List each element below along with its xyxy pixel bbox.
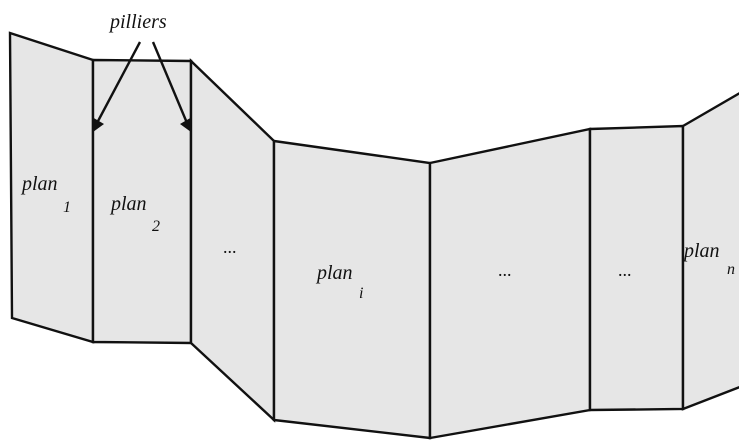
plan-panel-6 [588,124,685,412]
plan-label-n: plan n [682,240,735,278]
plan-panel-i [272,139,432,440]
plan-label-2: plan 2 [109,193,160,235]
plan-panel-5 [428,127,592,440]
plan-label-2-sub: 2 [152,218,160,235]
ellipsis-label-2: ... [498,260,512,280]
arrow-head-left [92,117,104,132]
plan-label-i-sub: i [359,285,363,302]
plan-label-n-base: plan [682,240,720,262]
ellipsis-label-3: ... [618,260,632,280]
plan-panel-n [681,92,739,411]
plan-label-1-sub: 1 [63,199,71,216]
plan-label-n-sub: n [727,261,735,278]
plan-label-2-base: plan [109,193,147,215]
plan-label-i-base: plan [315,262,353,284]
plan-label-i: plan i [315,262,363,302]
ellipsis-label-1: ... [223,237,237,257]
plan-label-1: plan 1 [20,173,71,216]
pillars-callout-label: pilliers [108,11,167,33]
plan-label-1-base: plan [20,173,58,195]
arrow-to-pillar-right [151,41,189,124]
arrow-head-right [180,117,192,132]
arrow-to-pillar-left [95,41,142,124]
